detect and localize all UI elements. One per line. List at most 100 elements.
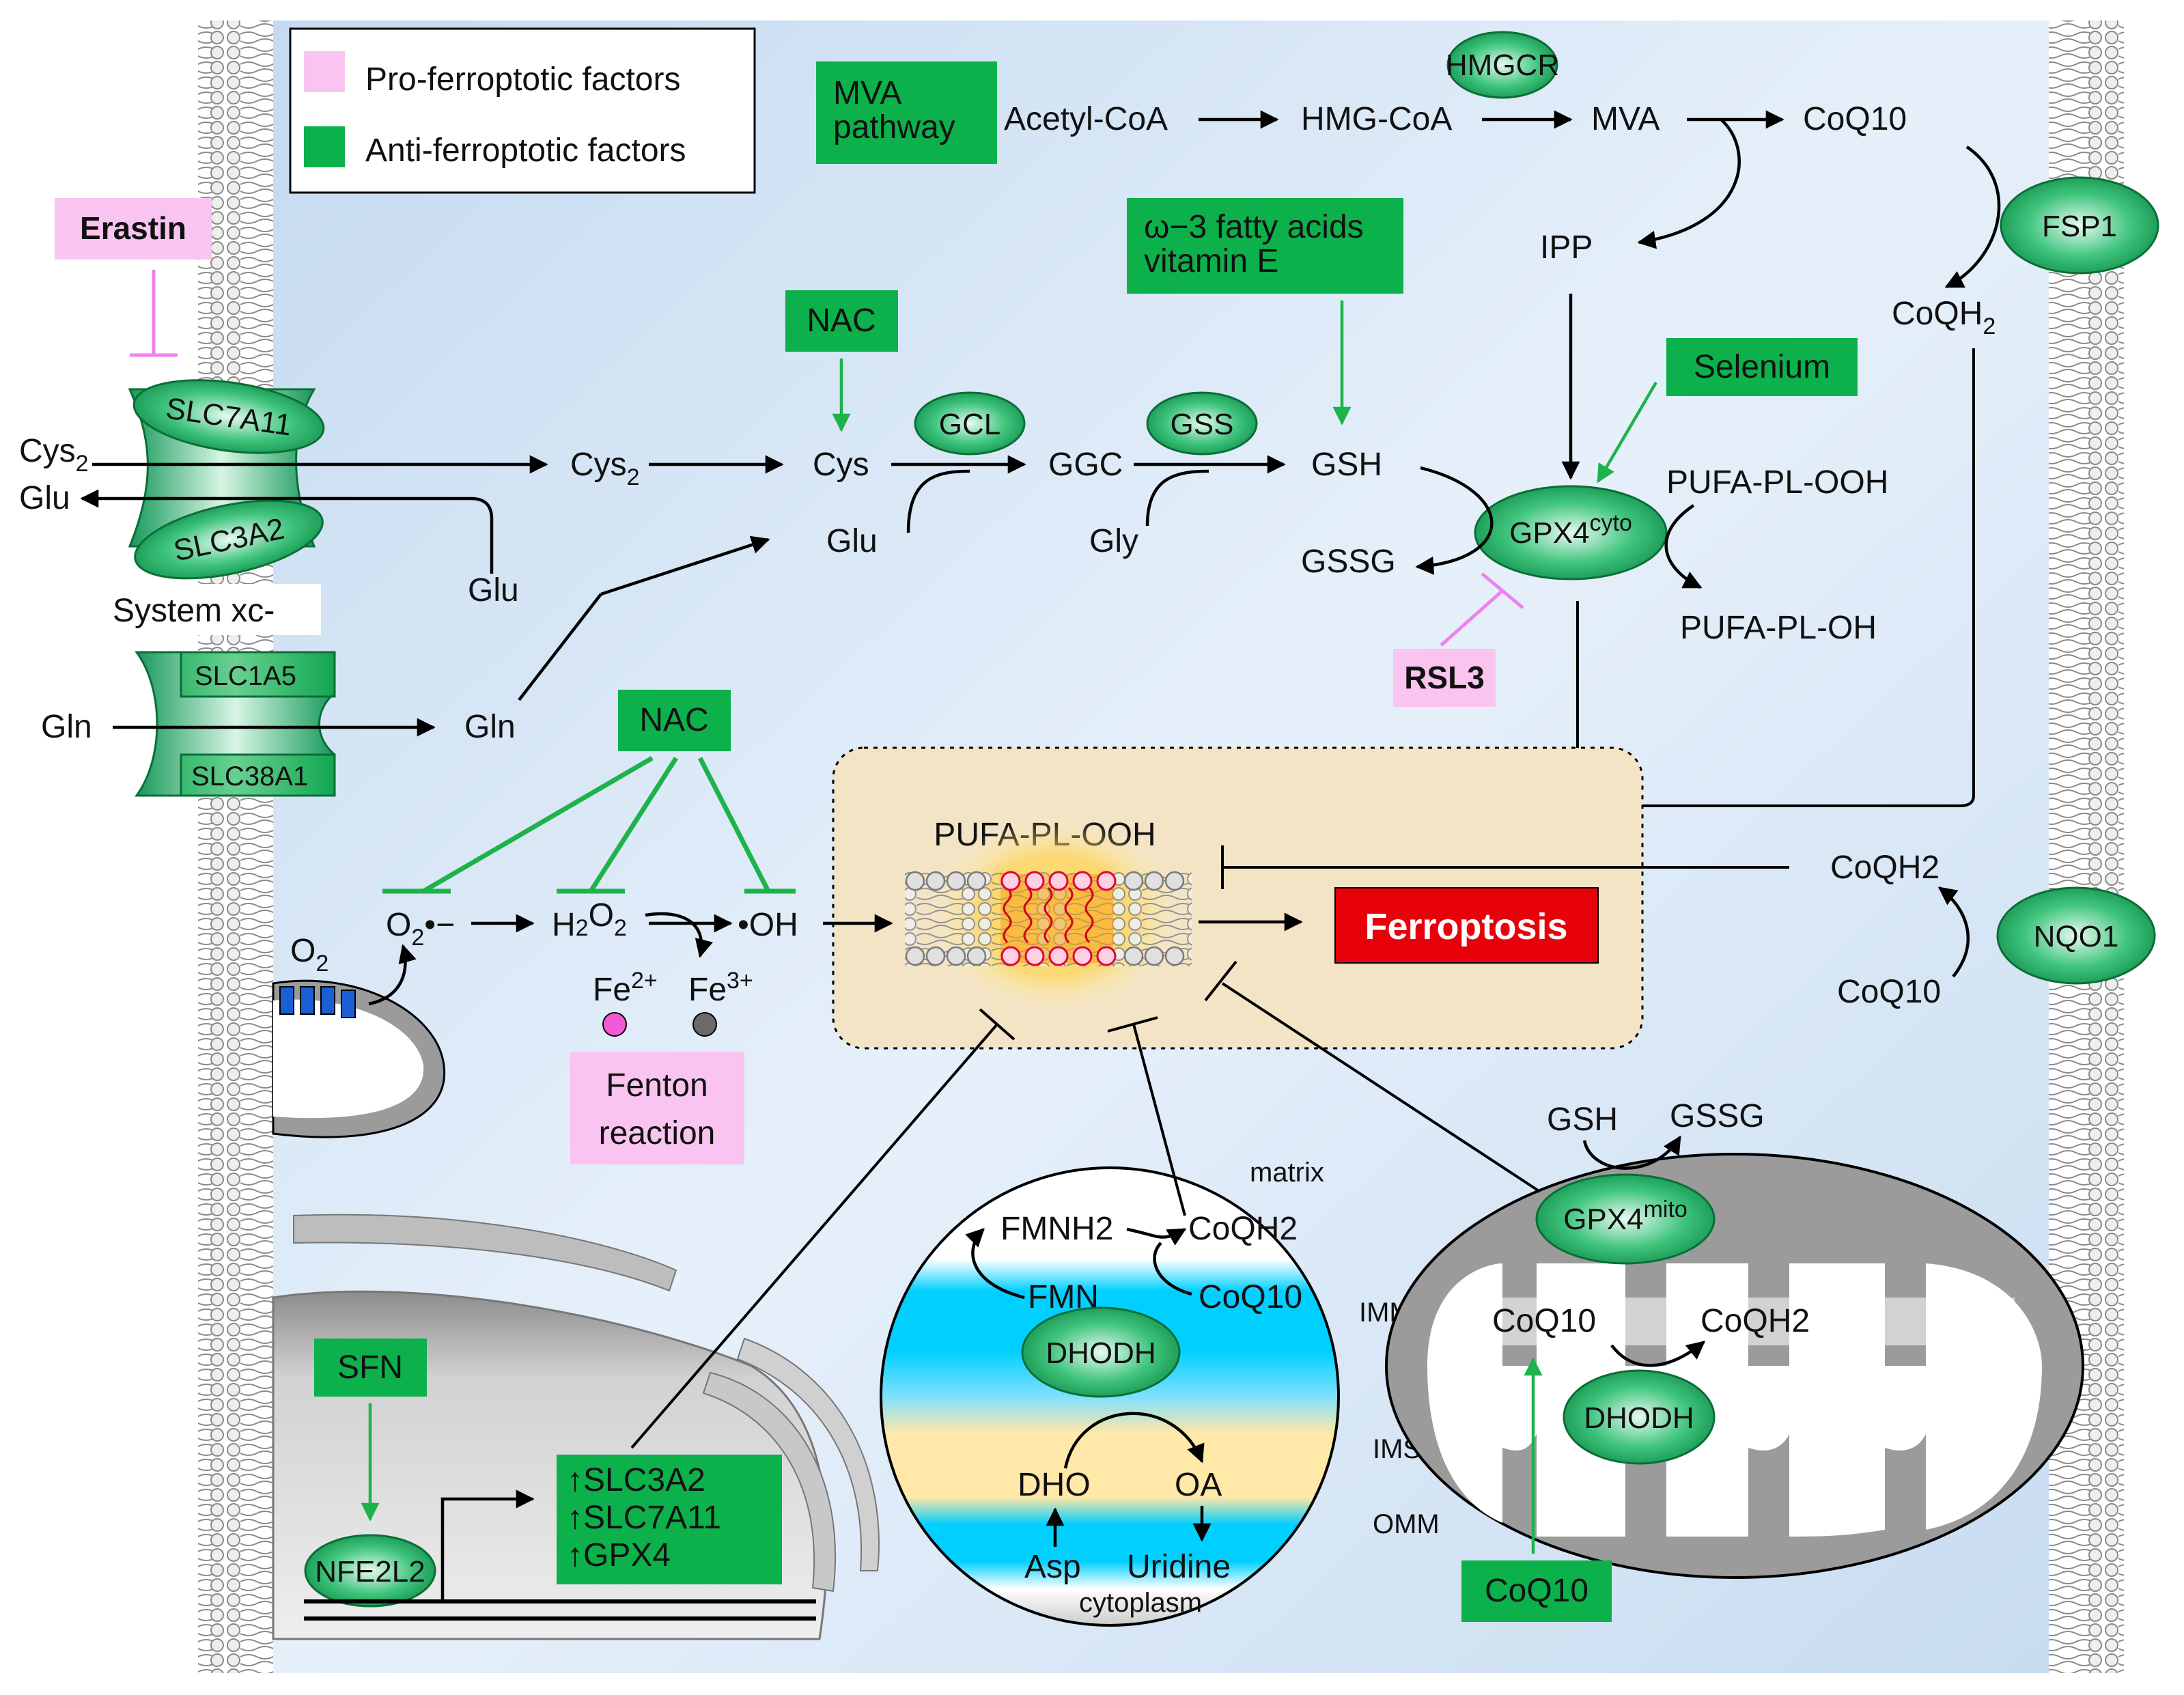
gssg-mito-label: GSSG — [1670, 1098, 1765, 1134]
selenium-label: Selenium — [1694, 349, 1830, 385]
svg-text:vitamin E: vitamin E — [1144, 243, 1278, 279]
dhodh-zoom-label: DHODH — [1046, 1336, 1156, 1370]
slc38a1-label: SLC38A1 — [191, 761, 308, 792]
coq10-supplement-box — [1461, 1560, 1612, 1622]
acetyl-coa-label: Acetyl-CoA — [1004, 101, 1168, 137]
fe2-label: Fe2+ — [593, 968, 658, 1008]
cytoplasm-zoom-label: cytoplasm — [1079, 1588, 1202, 1618]
gly-label: Gly — [1089, 523, 1138, 559]
ferroptosis-box — [1334, 887, 1599, 964]
coq10-mito-label: CoQ10 — [1492, 1303, 1596, 1339]
slc1a5-subunit — [180, 651, 336, 698]
slc3a2-subunit — [134, 499, 324, 580]
legend-pro-swatch — [304, 51, 345, 92]
coq10-supplement-label: CoQ10 — [1485, 1573, 1588, 1609]
ggc-label: GGC — [1048, 447, 1123, 483]
fe3-label: Fe3+ — [688, 968, 753, 1008]
slc38a1-subunit — [180, 753, 336, 797]
system-xc-transporter: SLC7A11 SLC3A2 — [128, 379, 325, 580]
mva-pathway-box — [816, 61, 997, 164]
fmnh2-label: FMNH2 — [1000, 1211, 1113, 1247]
etc-mitochondrion — [272, 979, 446, 1138]
legend-pro-label: Pro-ferroptotic factors — [365, 61, 680, 98]
rsl3-box — [1393, 649, 1496, 707]
lipid-bilayer — [905, 871, 1192, 966]
dhodh-zoom: matrix IMM IMS OMM cytoplasm FMNH2 CoQH2… — [880, 1158, 1440, 1627]
omm-label: OMM — [1373, 1509, 1440, 1539]
coqh2-zoom-label: CoQH2 — [1188, 1211, 1298, 1247]
gss-label: GSS — [1171, 408, 1234, 441]
svg-text:↑GPX4: ↑GPX4 — [567, 1537, 671, 1573]
hmg-coa-label: HMG-CoA — [1301, 101, 1452, 137]
ferroptosis-label: Ferroptosis — [1364, 906, 1567, 947]
hmgcr-label: HMGCR — [1446, 48, 1559, 82]
uridine-label: Uridine — [1127, 1549, 1231, 1585]
slc1a5-label: SLC1A5 — [195, 661, 296, 691]
mva-box-line2: pathway — [833, 109, 955, 145]
sfn-box — [314, 1339, 427, 1397]
nfe2l2-enzyme — [304, 1534, 436, 1608]
legend: Pro-ferroptotic factors Anti-ferroptotic… — [289, 27, 756, 194]
gssg-label: GSSG — [1301, 544, 1396, 580]
system-xc-label: System xc- — [113, 593, 275, 629]
pufa-oh-label: PUFA-PL-OH — [1680, 610, 1877, 646]
hydroxyl-label: •OH — [738, 907, 798, 943]
fsp1-enzyme — [2000, 176, 2159, 275]
coqh2-fsp1-label: CoQH2 — [1892, 296, 1996, 339]
coqh2-mito-label: CoQH2 — [1700, 1303, 1810, 1339]
mva-label: MVA — [1591, 101, 1660, 137]
dhodh-mito-label: DHODH — [1584, 1401, 1694, 1435]
gln-outside-label: Gln — [41, 709, 92, 745]
rsl3-label: RSL3 — [1404, 660, 1485, 695]
glu-outside-label: Glu — [19, 480, 70, 516]
pufa-ooh-cyto-label: PUFA-PL-OOH — [1666, 464, 1888, 501]
coq10-nqo1-label: CoQ10 — [1837, 974, 1941, 1010]
cys2-inside-label: Cys2 — [570, 447, 640, 490]
omega3-label: ω−3 fatty acids — [1144, 209, 1364, 245]
nac-ros-label: NAC — [639, 702, 708, 738]
svg-text:MVA: MVA — [833, 75, 901, 111]
gln-transporter: SLC1A5 SLC38A1 — [135, 651, 336, 797]
hmgcr-enzyme — [1446, 31, 1558, 99]
cys-label: Cys — [813, 447, 869, 483]
nqo1-enzyme — [1996, 886, 2156, 985]
gcl-label: GCL — [939, 408, 1000, 441]
fsp1-label: FSP1 — [2042, 210, 2117, 243]
legend-anti-label: Anti-ferroptotic factors — [365, 132, 686, 169]
gpx4-mito-enzyme — [1535, 1173, 1716, 1265]
fe2-ion — [602, 1012, 627, 1037]
nfe2l2-targets-box — [557, 1455, 782, 1584]
gsh-label: GSH — [1311, 447, 1382, 483]
dhodh-zoom-enzyme — [1021, 1306, 1181, 1398]
nac-top-label: NAC — [807, 303, 876, 339]
gcl-enzyme — [914, 391, 1026, 456]
svg-text:reaction: reaction — [599, 1115, 716, 1151]
glu-gsh-label: Glu — [826, 523, 878, 559]
svg-text:ω−3 fatty acids: ω−3 fatty acids — [1144, 209, 1364, 245]
oa-label: OA — [1175, 1467, 1222, 1503]
matrix-label: matrix — [1250, 1158, 1324, 1188]
target-gpx4: ↑GPX4 — [567, 1537, 671, 1573]
fenton-line1: Fenton — [606, 1067, 708, 1104]
dhodh-mito-enzyme — [1563, 1369, 1716, 1465]
sfn-label: SFN — [337, 1349, 403, 1386]
nqo1-label: NQO1 — [2034, 920, 2119, 953]
nfe2l2-label: NFE2L2 — [315, 1555, 425, 1588]
svg-text:↑SLC3A2: ↑SLC3A2 — [567, 1462, 705, 1498]
glu-inside-transporter-label: Glu — [468, 572, 519, 608]
target-slc7a11: ↑SLC7A11 — [567, 1500, 721, 1536]
plasma-membrane-left — [198, 20, 273, 1673]
slc7a11-subunit — [132, 379, 325, 454]
gss-enzyme — [1146, 391, 1258, 456]
svg-text:↑SLC7A11: ↑SLC7A11 — [567, 1500, 721, 1536]
svg-text:Fenton: Fenton — [606, 1067, 708, 1104]
mva-pathway: MVA pathway Acetyl-CoA HMG-CoA HMGCR MVA… — [816, 31, 2159, 339]
coq10-mva-label: CoQ10 — [1803, 101, 1907, 137]
vitamin-e-label: vitamin E — [1144, 243, 1278, 279]
cys2-outside-label: Cys2 — [19, 433, 89, 477]
gsh-mito-label: GSH — [1547, 1102, 1618, 1138]
asp-label: Asp — [1024, 1549, 1081, 1585]
fenton-line2: reaction — [599, 1115, 716, 1151]
h2o2-label: H2O2 — [552, 897, 627, 943]
erastin-label: Erastin — [80, 210, 186, 246]
